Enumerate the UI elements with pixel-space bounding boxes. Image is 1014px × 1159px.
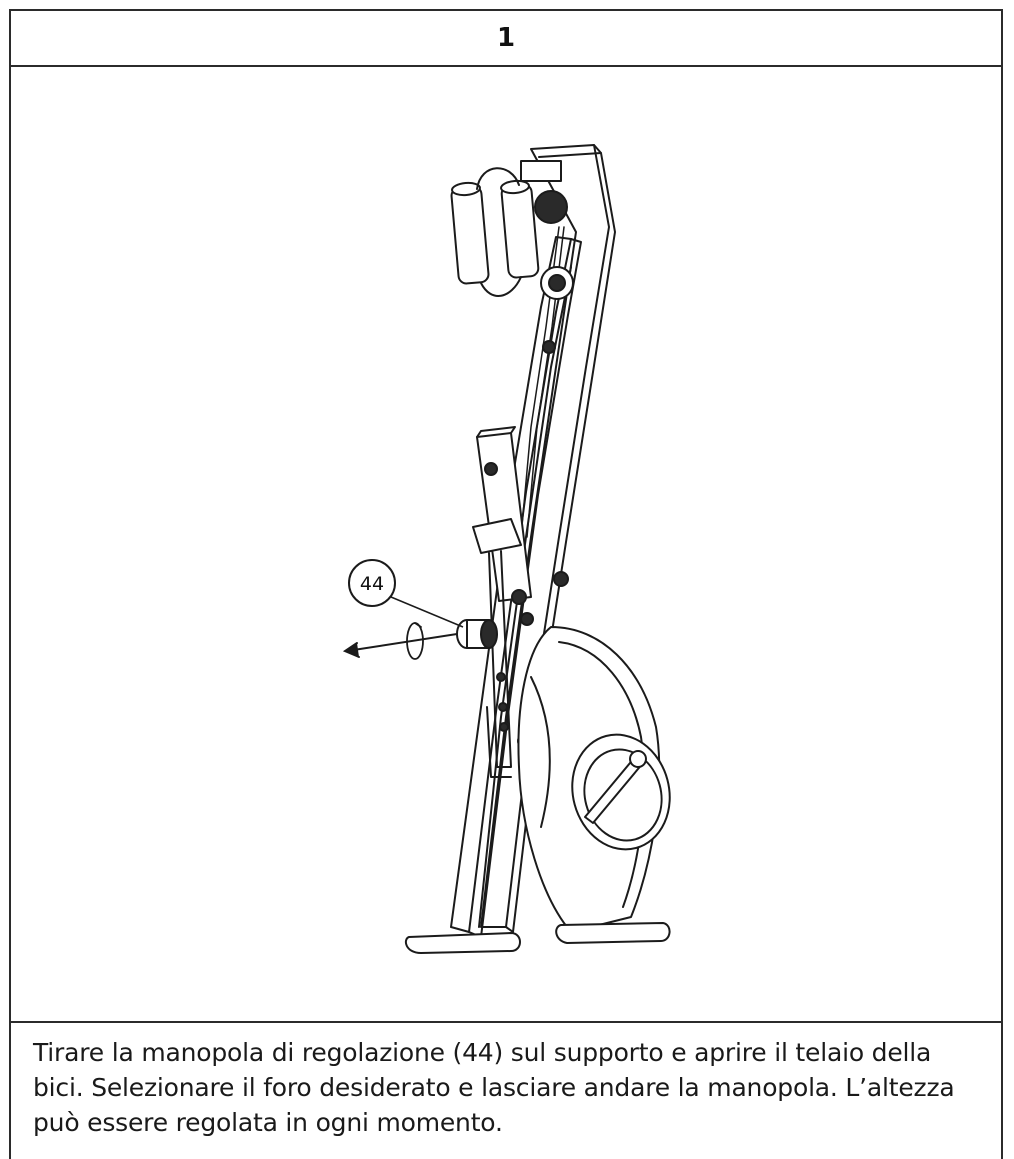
assembly-figure: 44 [11, 67, 1001, 1023]
callout-44: 44 [348, 559, 464, 628]
pull-arrow-icon [342, 633, 458, 658]
instruction-panel: 1 [9, 9, 1003, 1159]
step-number: 1 [496, 23, 516, 53]
rotation-icon [406, 622, 424, 660]
bike-frame-illustration: 44 [342, 144, 671, 954]
step-header: 1 [11, 11, 1001, 67]
instruction-caption: Tirare la manopola di regolazione (44) s… [33, 1038, 955, 1137]
callout-label: 44 [360, 573, 384, 595]
